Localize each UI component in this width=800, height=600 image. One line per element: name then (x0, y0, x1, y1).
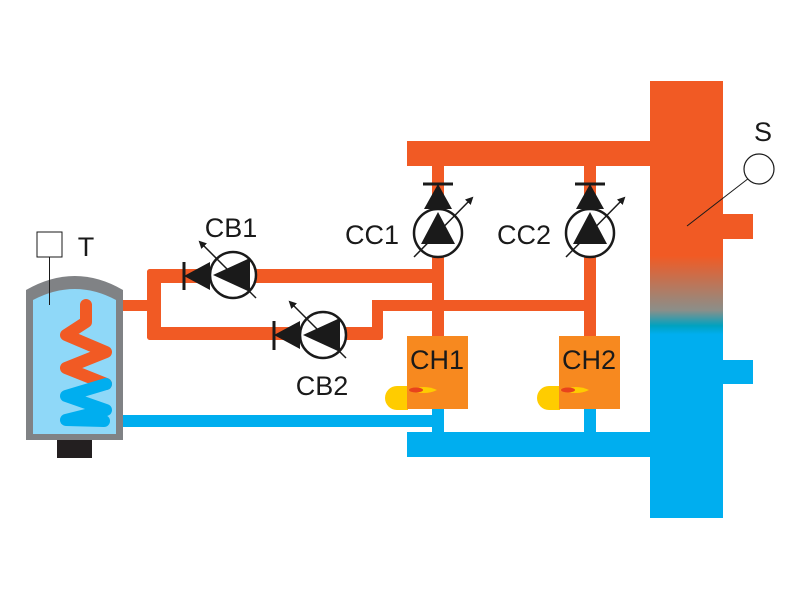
boiler-label: CH1 (410, 345, 464, 375)
hot-header-pipe (407, 141, 652, 166)
boiler-return-link (372, 300, 596, 311)
burner-icon (385, 386, 408, 410)
tank-label: T (78, 232, 95, 262)
pump-cc1: CC1 (345, 182, 474, 259)
boiler-ch2: CH2 (537, 336, 620, 410)
burner-icon (537, 386, 560, 410)
hydraulic-separator (650, 81, 753, 518)
thermostat-icon (36, 231, 63, 258)
separator-column (650, 81, 723, 518)
cb2-riser (372, 300, 383, 340)
tank-foot (57, 440, 92, 458)
storage-tank: T (26, 231, 123, 458)
check-valve-icon (576, 184, 604, 209)
separator-cold-stub (722, 360, 753, 384)
variable-speed-arrow (565, 196, 626, 258)
coil-cold (60, 378, 112, 427)
pump-label: CC2 (497, 220, 551, 250)
boiler-label: CH2 (562, 345, 616, 375)
flame-core (561, 387, 575, 393)
pump-label: CB1 (205, 213, 258, 243)
pump-cb2: CB2 (272, 300, 349, 401)
sensor-lead (686, 177, 750, 227)
pump-cb1: CB1 (182, 213, 258, 300)
boiler-body (559, 336, 620, 409)
sensor-label: S (754, 117, 772, 147)
pump-label: CC1 (345, 220, 399, 250)
coil-hot (60, 299, 112, 390)
pump-cc2: CC2 (497, 182, 626, 259)
check-valve-icon (424, 184, 452, 209)
flame-core (409, 387, 423, 393)
cold-header-pipe (407, 432, 652, 457)
ch2-cold-riser (584, 405, 596, 435)
check-valve-icon (274, 321, 300, 349)
variable-speed-arrow (288, 300, 347, 359)
cold-pipes (100, 405, 652, 457)
variable-speed-arrow (413, 196, 474, 258)
sensor-s: S (686, 117, 775, 227)
boiler-ch1: CH1 (385, 336, 468, 410)
separator-hot-stub (722, 214, 753, 239)
sensor-icon (743, 153, 775, 185)
boiler-body (407, 336, 468, 409)
cb2-pipe (147, 327, 383, 340)
check-valve-icon (184, 262, 210, 290)
pump-triangle (421, 212, 455, 244)
tank-return-pipe (100, 415, 444, 427)
pump-label: CB2 (296, 371, 349, 401)
pump-triangle (573, 212, 607, 244)
variable-speed-arrow (198, 240, 257, 299)
